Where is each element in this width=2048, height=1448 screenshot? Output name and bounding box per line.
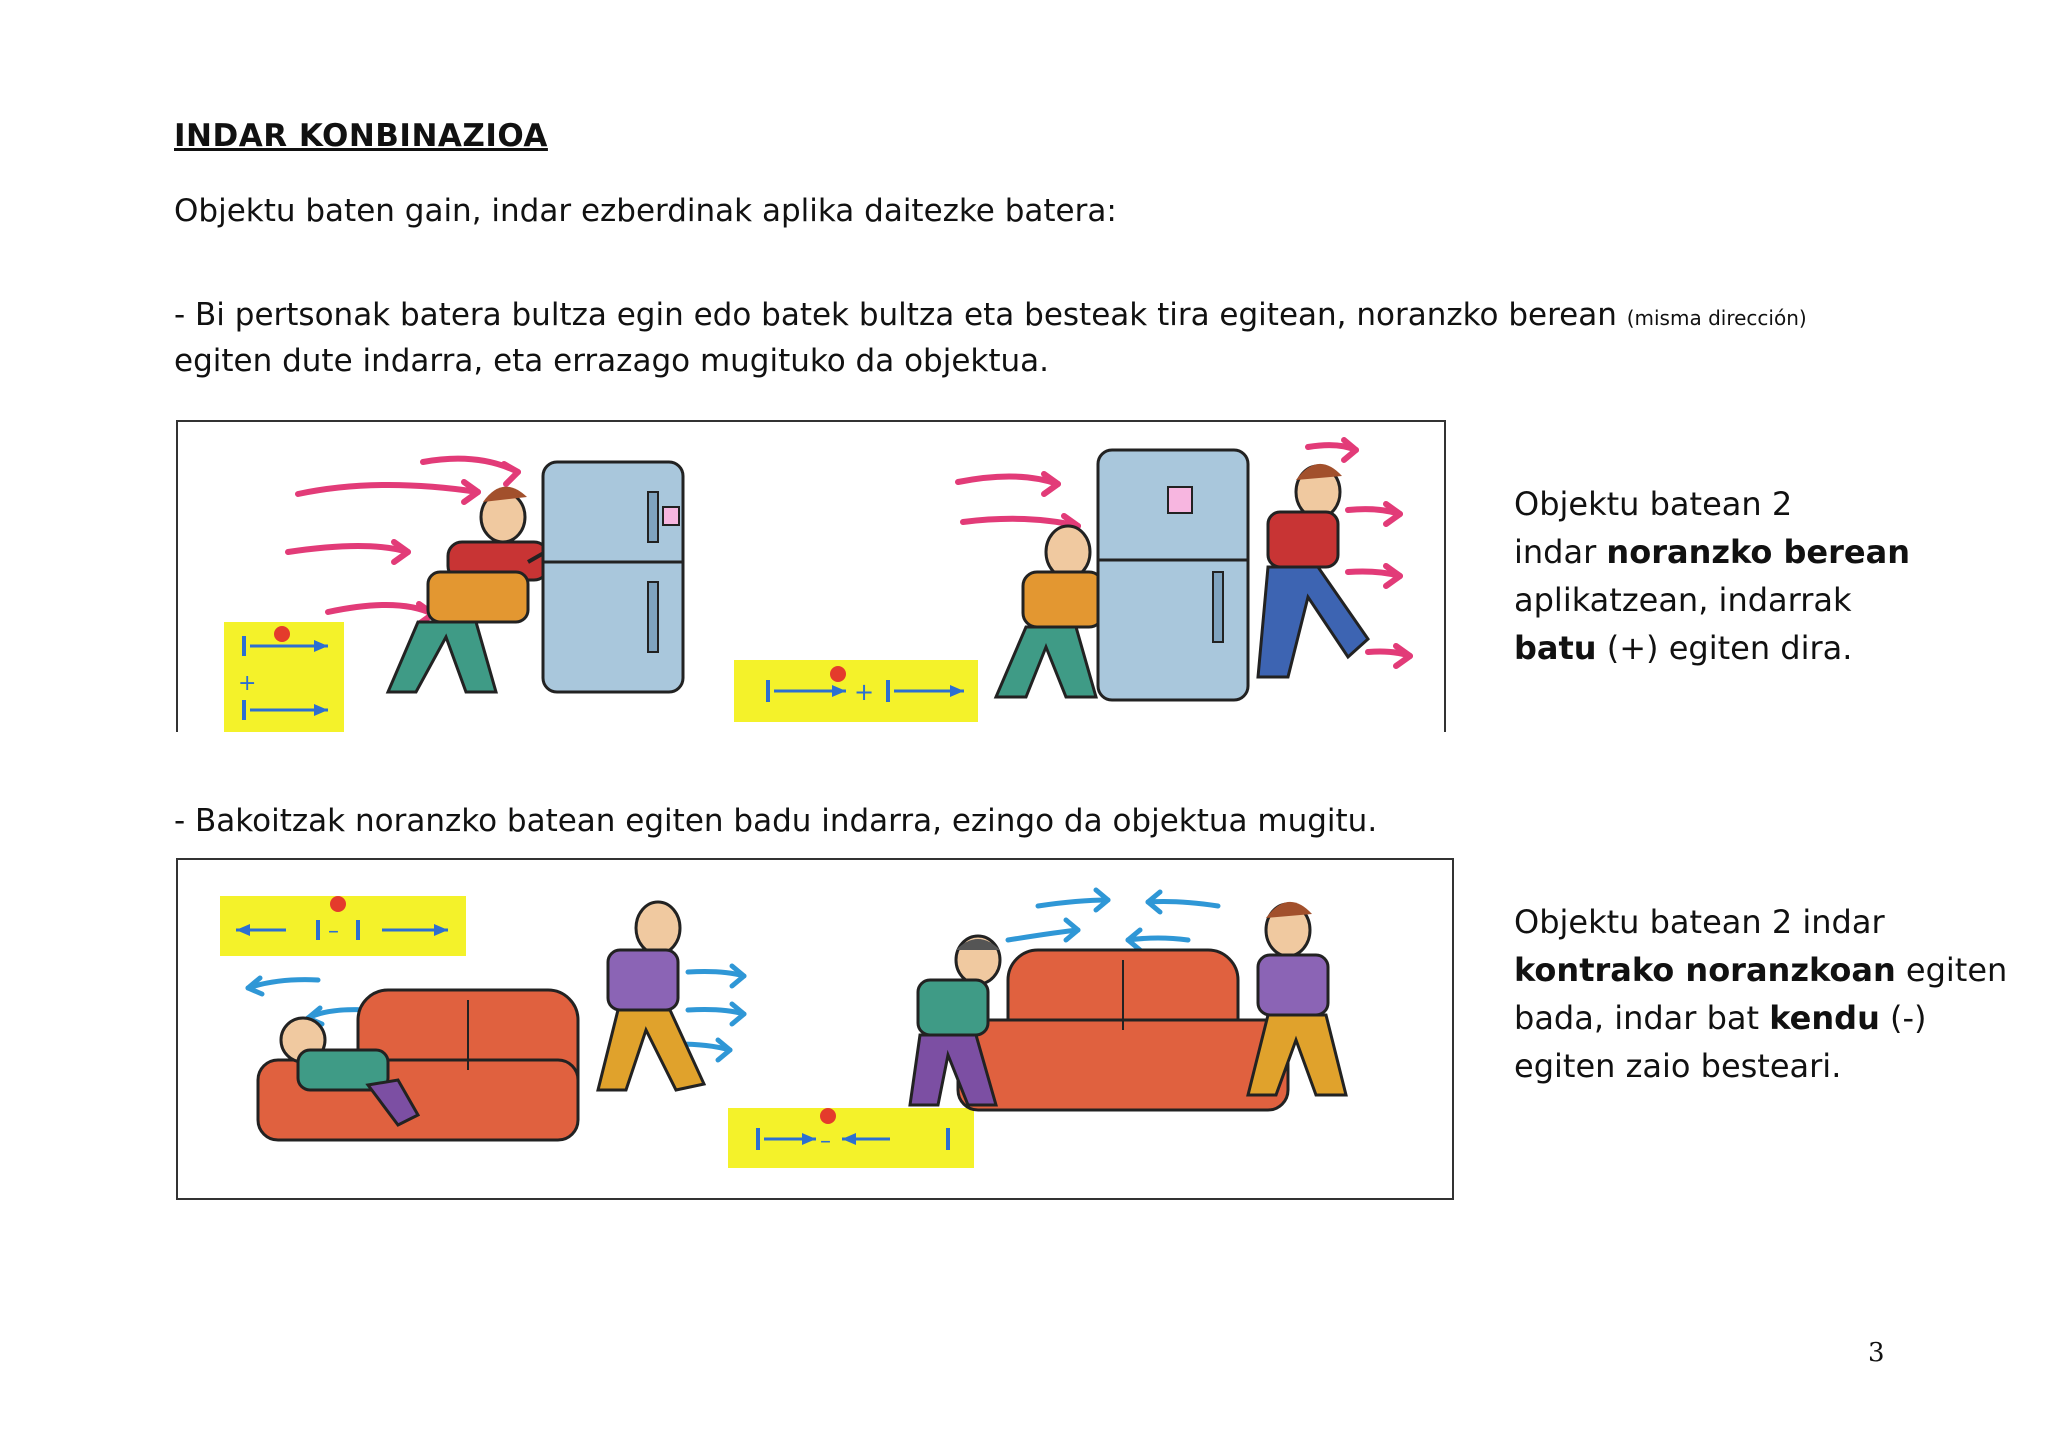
side-note-sum-line3: aplikatzean, indarrak xyxy=(1514,581,1852,619)
opposite-direction-illustration: – xyxy=(220,887,1348,1168)
force-diagram-sum-horizontal: + xyxy=(734,660,978,722)
intro-text: Objektu baten gain, indar ezberdinak apl… xyxy=(174,193,1117,229)
force-diagram-subtract-top: – xyxy=(220,896,466,956)
side-note-subtract-line3: bada, indar bat kendu (-) xyxy=(1514,994,2014,1042)
paragraph-opposite-direction: - Bakoitzak noranzko batean egiten badu … xyxy=(174,803,1378,839)
force-diagram-subtract-bottom: – xyxy=(728,1108,974,1168)
person-pushing-sofa-right-side xyxy=(596,900,707,1092)
side-note-subtract-egiten: egiten xyxy=(1895,951,2008,989)
wind-lines-left xyxy=(285,455,521,627)
wind-lines-blue-right xyxy=(1005,887,1221,953)
force-diagram-sum-vertical: + xyxy=(224,622,344,734)
people-pushing-fridge xyxy=(385,486,564,694)
side-note-subtract-minus: (-) xyxy=(1879,999,1927,1037)
minus-sign-2: – xyxy=(820,1129,831,1154)
page-number: 3 xyxy=(1868,1338,1885,1368)
illustration-frame-opposite-direction: – xyxy=(176,858,1454,1200)
side-note-sum-line2: indar noranzko berean xyxy=(1514,528,1974,576)
paragraph-same-direction: - Bi pertsonak batera bultza egin edo ba… xyxy=(174,292,1807,341)
page-title: INDAR KONBINAZIOA xyxy=(174,118,548,154)
side-note-subtract-bold: kontrako noranzkoan xyxy=(1514,951,1896,989)
person-pushing-sofa-left xyxy=(279,1016,421,1127)
side-note-subtract: Objektu batean 2 indar kontrako noranzko… xyxy=(1514,898,2014,1090)
sofa-right xyxy=(956,948,1290,1112)
fridge-right xyxy=(1096,448,1250,702)
side-note-subtract-line2: kontrako noranzkoan egiten xyxy=(1514,946,2014,994)
side-note-subtract-kendu: kendu xyxy=(1769,999,1880,1037)
fridge-left xyxy=(541,460,685,694)
person-pushing-right-fridge xyxy=(993,524,1105,699)
paragraph-same-direction-main: - Bi pertsonak batera bultza egin edo ba… xyxy=(174,297,1617,333)
sofa-left xyxy=(256,988,580,1142)
paragraph-same-direction-line2: egiten dute indarra, eta errazago mugitu… xyxy=(174,343,1050,379)
spanish-note: (misma dirección) xyxy=(1626,306,1807,330)
side-note-sum-batu: batu xyxy=(1514,629,1597,667)
person-pulling-fridge xyxy=(1256,463,1370,679)
side-note-subtract-line1: Objektu batean 2 indar xyxy=(1514,903,1885,941)
side-note-sum-indar: indar xyxy=(1514,533,1607,571)
plus-sign: + xyxy=(238,671,256,696)
side-note-sum-bold: noranzko berean xyxy=(1606,533,1910,571)
plus-sign-2: + xyxy=(854,678,874,706)
person-pushing-sofa-from-left xyxy=(908,934,1002,1107)
side-note-sum-line1: Objektu batean 2 xyxy=(1514,485,1793,523)
side-note-sum-line4: batu (+) egiten dira. xyxy=(1514,624,1974,672)
side-note-sum: Objektu batean 2 indar noranzko berean a… xyxy=(1514,480,1974,672)
illustration-frame-same-direction: + + xyxy=(176,420,1446,734)
same-direction-illustration: + + xyxy=(224,437,1413,734)
side-note-sum-rest: (+) egiten dira. xyxy=(1596,629,1853,667)
side-note-subtract-line4: egiten zaio besteari. xyxy=(1514,1047,1842,1085)
minus-sign: – xyxy=(328,919,339,944)
side-note-subtract-bada: bada, indar bat xyxy=(1514,999,1770,1037)
person-pushing-sofa-from-right xyxy=(1246,901,1348,1097)
